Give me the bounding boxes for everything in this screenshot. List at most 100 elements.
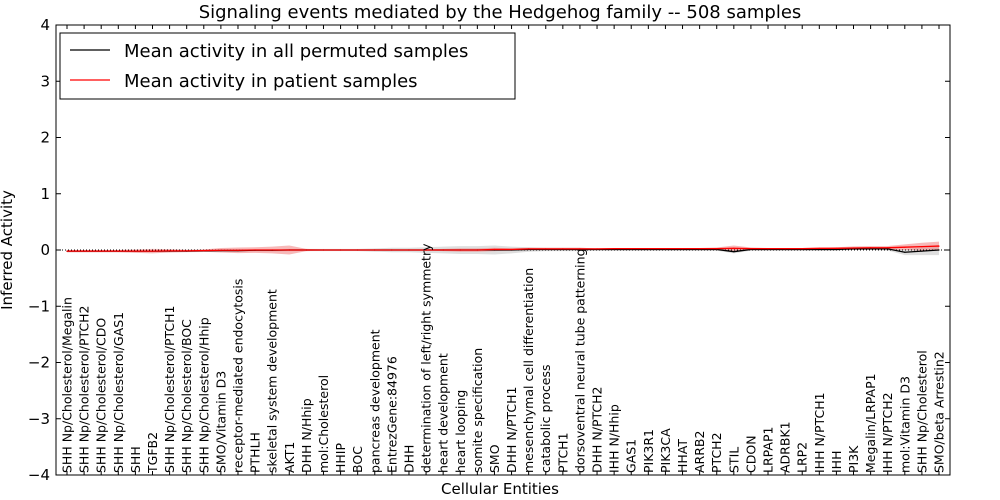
point-series-1 (237, 249, 239, 251)
point-series-1 (664, 247, 667, 250)
x-tick-label: IHH N/PTCH2 (880, 392, 895, 473)
point-series-1 (254, 249, 256, 251)
point-series-1 (493, 248, 496, 251)
x-tick-label: LRPAP1 (761, 427, 776, 473)
point-series-1 (186, 250, 188, 252)
x-tick-label: mesenchymal cell differentiation (521, 268, 536, 473)
x-tick-label: catabolic process (538, 364, 553, 473)
point-series-1 (904, 246, 906, 248)
y-tick-label: 2 (40, 129, 50, 147)
point-series-1 (767, 247, 769, 250)
y-tick-label: −2 (28, 354, 50, 372)
point-series-1 (271, 249, 273, 251)
point-series-1 (134, 250, 136, 252)
x-tick-label: IHH N/Hhip (607, 404, 622, 473)
x-tick-label: IHH N/PTCH1 (812, 392, 827, 473)
point-series-1 (425, 249, 427, 251)
plot-frame (55, 24, 951, 476)
x-tick-label: EntrezGene:84976 (384, 356, 399, 473)
point-series-1 (852, 247, 855, 249)
series-lines (66, 245, 940, 253)
x-tick-label: CDON (743, 435, 758, 473)
y-tick-label: 3 (40, 72, 50, 90)
point-series-1 (83, 250, 85, 252)
x-axis-label: Cellular Entities (441, 480, 559, 498)
x-tick-label: HHIP (333, 443, 348, 473)
point-series-1 (339, 249, 342, 251)
x-tick-label: PTCH2 (709, 432, 724, 473)
point-series-1 (459, 249, 461, 251)
point-series-0 (870, 248, 872, 250)
point-series-1 (545, 248, 547, 250)
point-series-1 (596, 248, 598, 250)
legend-box (59, 32, 516, 100)
point-series-1 (887, 247, 889, 249)
x-tick-label: dorsoventral neural tube patterning (572, 249, 587, 474)
point-series-1 (322, 249, 325, 251)
point-series-1 (613, 247, 615, 250)
x-tick-label: DHH N/PTCH2 (590, 387, 605, 473)
x-tick-label: SMO/beta Arrestin2 (932, 351, 947, 473)
legend: Mean activity in all permuted samples Me… (59, 32, 516, 100)
point-series-1 (442, 249, 444, 251)
point-series-0 (733, 251, 735, 253)
point-series-1 (528, 248, 530, 250)
legend-label-patient: Mean activity in patient samples (124, 71, 418, 92)
point-series-1 (117, 250, 119, 252)
x-tick-label: SHH (128, 446, 143, 473)
point-series-0 (921, 250, 923, 252)
point-series-1 (391, 249, 393, 251)
y-tick-label: −3 (28, 410, 50, 428)
y-tick-label: −4 (28, 466, 50, 484)
x-tick-label: pancreas development (367, 329, 382, 473)
point-series-1 (288, 249, 290, 251)
x-tick-label: PTHLH (248, 432, 263, 473)
x-tick-label: DHH (401, 445, 416, 473)
x-tick-label: SHH Np/Cholesterol/PTCH2 (77, 306, 92, 474)
point-series-1 (938, 245, 940, 247)
y-tick-label: −1 (28, 297, 50, 315)
x-tick-label: DHH N/Hhip (299, 398, 314, 473)
x-tick-label: SMO (487, 444, 502, 473)
x-tick-label: SHH Np/Cholesterol/BOC (179, 319, 194, 473)
point-series-1 (921, 246, 923, 248)
x-tick-label: TGFB2 (145, 432, 160, 474)
x-tick-label: PTCH1 (555, 432, 570, 473)
x-tick-label: mol:Vitamin D3 (897, 376, 912, 473)
x-tick-label: STIL (726, 447, 741, 473)
x-tick-label: determination of left/right symmetry (419, 243, 434, 473)
x-tick-label: PIK3CA (658, 428, 673, 473)
point-series-1 (220, 249, 222, 251)
point-series-1 (801, 247, 803, 250)
point-series-1 (476, 249, 478, 251)
x-tick-label: SHH Np/Cholesterol/GAS1 (111, 312, 126, 473)
y-axis-label: Inferred Activity (0, 190, 16, 310)
point-series-0 (938, 249, 940, 251)
point-series-0 (887, 248, 889, 250)
line-series-1 (67, 245, 940, 252)
x-tick-label: SHH Np/Cholesterol/Hhip (196, 317, 211, 473)
point-series-1 (647, 247, 649, 250)
x-tick-label: AKT1 (282, 442, 297, 473)
point-series-1 (784, 247, 786, 250)
point-series-1 (305, 249, 307, 251)
point-series-1 (357, 249, 359, 251)
point-series-0 (835, 248, 838, 251)
x-tick-label: LRP2 (795, 442, 810, 473)
y-tick-label: 4 (40, 16, 50, 34)
point-series-1 (579, 248, 581, 250)
point-series-1 (681, 247, 684, 250)
point-series-1 (699, 247, 701, 250)
legend-label-permuted: Mean activity in all permuted samples (124, 41, 468, 62)
point-series-1 (408, 249, 410, 251)
x-tick-label: ADRBK1 (778, 421, 793, 473)
point-series-1 (818, 247, 820, 249)
point-series-1 (203, 249, 205, 252)
x-tick-label: ARRB2 (692, 431, 707, 473)
point-series-1 (733, 247, 735, 249)
x-tick-label: BOC (350, 446, 365, 473)
band-series-1 (67, 241, 939, 255)
x-tick-label: SHH Np/Cholesterol (914, 350, 929, 473)
